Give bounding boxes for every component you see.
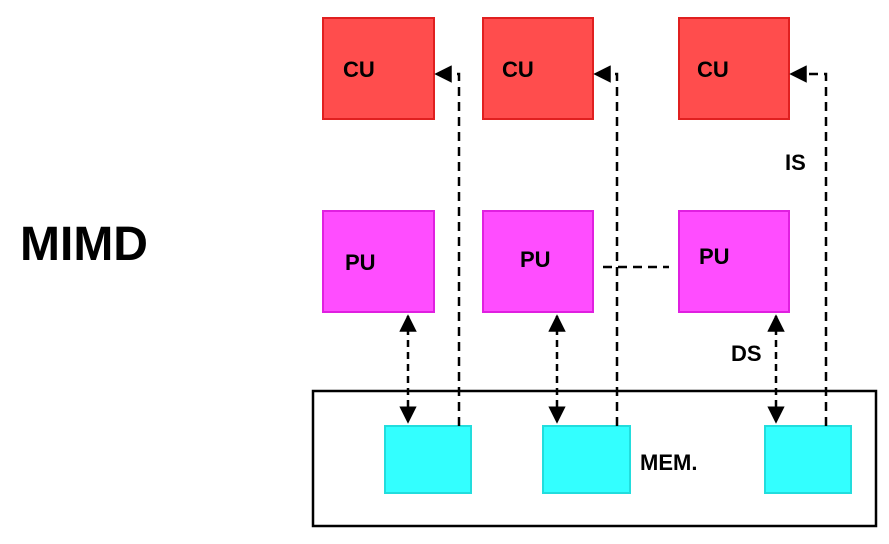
instruction-stream-1 — [434, 65, 461, 426]
memory-module-3 — [764, 425, 852, 494]
processing-unit-2 — [482, 210, 594, 313]
processing-unit-1-label: PU — [345, 250, 376, 275]
memory-enclosure — [311, 389, 878, 528]
control-unit-3-label: CU — [697, 57, 729, 82]
control-unit-1 — [322, 17, 435, 120]
memory-label: MEM. — [640, 450, 697, 475]
control-unit-2 — [482, 17, 594, 120]
processing-unit-2-label: PU — [520, 247, 551, 272]
control-unit-3 — [678, 17, 790, 120]
instruction-stream-3 — [789, 65, 828, 426]
memory-module-1 — [384, 425, 472, 494]
processing-unit-1 — [322, 210, 435, 313]
processing-unit-3 — [678, 210, 790, 313]
data-stream-label: DS — [731, 341, 762, 366]
instruction-stream-label: IS — [785, 150, 806, 175]
diagram-title: MIMD — [20, 218, 148, 271]
processing-unit-3-label: PU — [699, 244, 730, 269]
control-unit-2-label: CU — [502, 57, 534, 82]
memory-module-2 — [542, 425, 631, 494]
control-unit-1-label: CU — [343, 57, 375, 82]
instruction-stream-2 — [593, 65, 619, 426]
